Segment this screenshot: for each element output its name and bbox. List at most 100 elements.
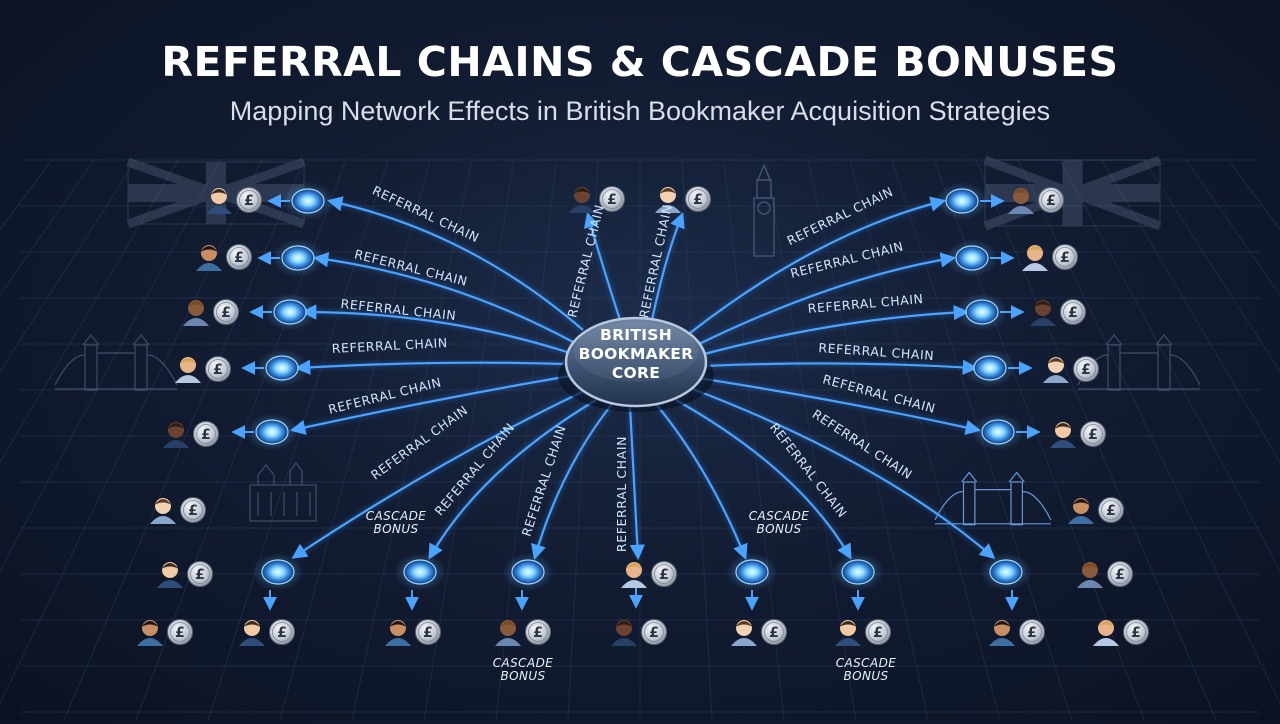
grid-line	[0, 159, 137, 373]
referral-chain-link	[703, 304, 970, 356]
tower-bridge-icon	[934, 471, 1052, 526]
referral-chain-link	[704, 359, 979, 375]
grid-line	[0, 159, 263, 705]
referral-node	[981, 419, 1015, 445]
grid-line	[0, 159, 53, 231]
pound-coin-icon: £	[167, 619, 193, 645]
referral-node	[511, 559, 545, 585]
person-icon	[1008, 188, 1034, 214]
pound-symbol: £	[1027, 625, 1037, 641]
pound-symbol: £	[607, 192, 617, 208]
grid-line	[1143, 159, 1280, 373]
referral-chain-link	[531, 403, 613, 560]
page-subtitle: Mapping Network Effects in British Bookm…	[229, 96, 1051, 126]
person-icon	[611, 620, 637, 646]
referral-chain-link	[326, 196, 584, 331]
pound-coin-icon: £	[685, 186, 711, 212]
pound-symbol: £	[175, 625, 185, 641]
referral-chain-label: REFERRAL CHAIN	[368, 402, 471, 482]
pound-symbol: £	[659, 567, 669, 583]
tower-bridge-icon	[54, 334, 178, 391]
referral-chain-label: REFERRAL CHAIN	[331, 335, 448, 356]
pound-coin-icon: £	[269, 619, 295, 645]
person-icon	[183, 300, 209, 326]
grid-line	[351, 159, 473, 721]
grid-line	[207, 159, 389, 721]
person-icon	[196, 245, 222, 271]
grid-line	[807, 159, 929, 721]
pound-coin-icon: £	[415, 619, 441, 645]
referral-node	[261, 559, 295, 585]
person-icon	[163, 422, 189, 448]
referral-node	[841, 559, 875, 585]
referral-chain-link	[689, 196, 946, 334]
cascade-bonus-label: CASCADE	[836, 656, 896, 670]
referral-chain-link	[675, 399, 852, 560]
pound-coin-icon: £	[641, 619, 667, 645]
pound-coin-icon: £	[599, 186, 625, 212]
person-icon	[1043, 357, 1069, 383]
cascade-bonus-label: BONUS	[756, 522, 801, 536]
grid-line	[849, 159, 1001, 721]
referral-node	[255, 419, 289, 445]
referral-chain-link	[698, 252, 957, 345]
referral-node	[281, 245, 315, 271]
pound-coin-icon: £	[1060, 299, 1086, 325]
referral-chain-link	[583, 212, 622, 321]
person-icon	[989, 620, 1015, 646]
pound-symbol: £	[873, 625, 883, 641]
pound-symbol: £	[1106, 503, 1116, 519]
grid-line	[0, 159, 179, 464]
pound-coin-icon: £	[1080, 421, 1106, 447]
person-icon	[1050, 422, 1076, 448]
person-icon	[137, 620, 163, 646]
cascade-bonus-label: BONUS	[843, 669, 888, 683]
referral-node	[989, 559, 1023, 585]
referral-chain-link	[697, 376, 982, 435]
pound-coin-icon: £	[1098, 497, 1124, 523]
person-icon	[1093, 620, 1119, 646]
referral-chain-link	[312, 252, 574, 343]
grid-line	[0, 159, 221, 572]
person-icon	[495, 620, 521, 646]
pound-coin-icon: £	[226, 244, 252, 270]
pound-coin-icon: £	[1107, 561, 1133, 587]
referral-node	[403, 559, 437, 585]
person-icon	[1030, 300, 1056, 326]
person-icon	[569, 187, 595, 213]
referral-chain-link	[291, 391, 583, 559]
person-icon	[239, 620, 265, 646]
pound-coin-icon: £	[180, 497, 206, 523]
referral-links	[231, 194, 1041, 611]
pound-symbol: £	[693, 192, 703, 208]
grid-line	[1059, 159, 1280, 572]
referral-chain-link	[428, 399, 597, 560]
pound-symbol: £	[649, 625, 659, 641]
pound-symbol: £	[769, 625, 779, 641]
union-jack-icon	[983, 155, 1162, 231]
pound-coin-icon: £	[761, 619, 787, 645]
grid-line	[279, 159, 431, 721]
referral-chain-link	[689, 386, 996, 560]
person-icon	[731, 620, 757, 646]
person-icon	[150, 498, 176, 524]
referral-chain-link	[300, 304, 568, 354]
pound-symbol: £	[533, 625, 543, 641]
westminster-icon	[249, 462, 317, 522]
referral-chain-link	[289, 374, 571, 435]
person-icon	[157, 562, 183, 588]
bookmaker-core: BRITISH BOOKMAKER CORE	[558, 316, 714, 412]
person-icon	[175, 357, 201, 383]
pound-coin-icon: £	[236, 187, 262, 213]
pound-coin-icon: £	[1052, 244, 1078, 270]
person-icon	[1022, 245, 1048, 271]
referral-node	[945, 188, 979, 214]
cascade-bonus-label: CASCADE	[749, 509, 809, 523]
people-layer: ££££££££££££££££££££££££££	[137, 186, 1149, 646]
pound-symbol: £	[423, 625, 433, 641]
referral-node	[973, 355, 1007, 381]
person-icon	[835, 620, 861, 646]
pound-symbol: £	[1060, 250, 1070, 266]
core-label-line-2: BOOKMAKER	[579, 345, 694, 363]
